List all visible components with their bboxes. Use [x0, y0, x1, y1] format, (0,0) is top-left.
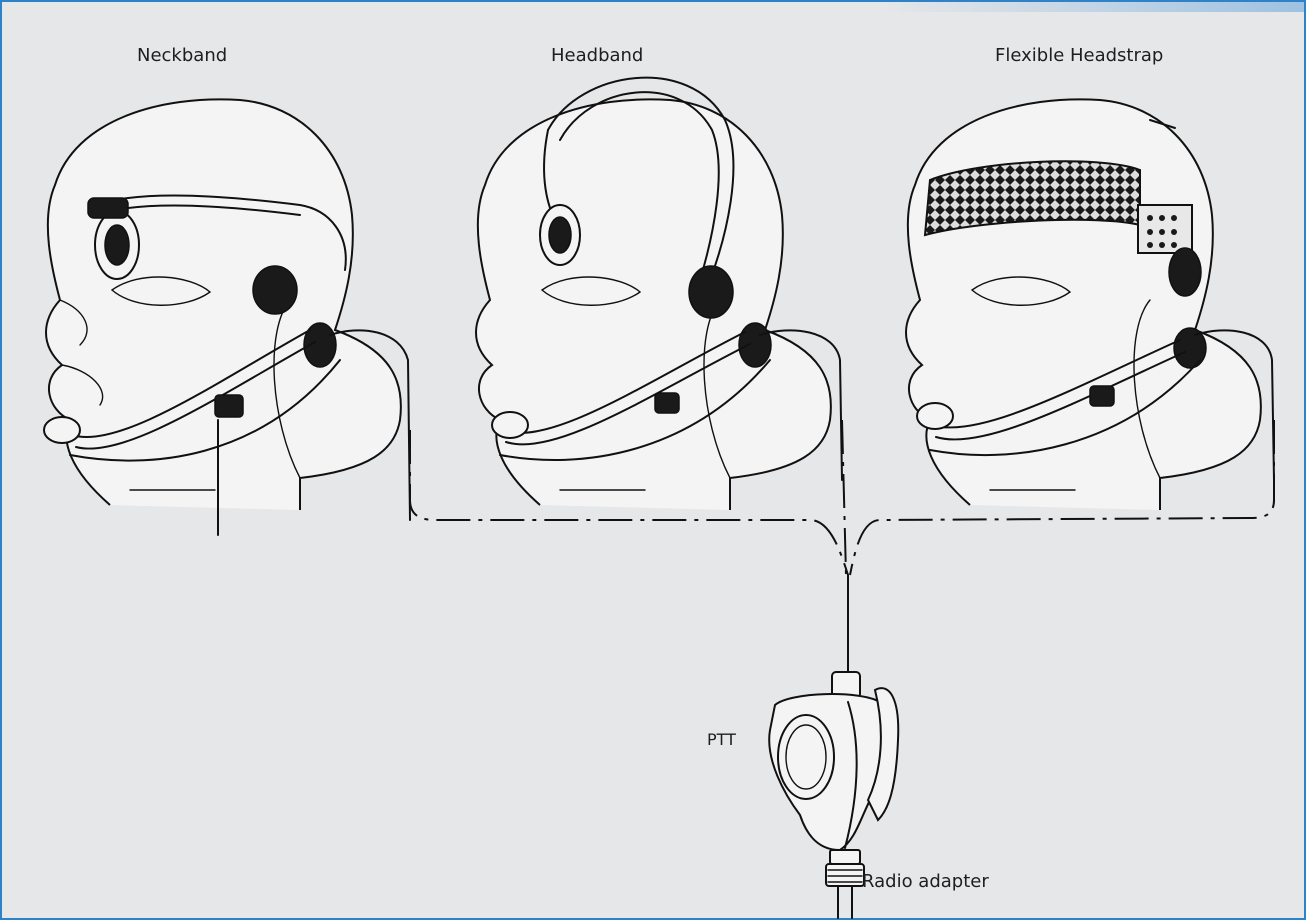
- ptt-label: PTT: [707, 730, 736, 749]
- radio-adapter-label: Radio adapter: [862, 871, 989, 892]
- flexible-headstrap-head-illustration: [906, 99, 1274, 510]
- flexible-headstrap-label: Flexible Headstrap: [995, 45, 1163, 66]
- neckband-label: Neckband: [137, 45, 227, 66]
- headband-head-illustration: [476, 78, 842, 510]
- neckband-head-illustration: [44, 99, 410, 535]
- headband-label: Headband: [551, 45, 643, 66]
